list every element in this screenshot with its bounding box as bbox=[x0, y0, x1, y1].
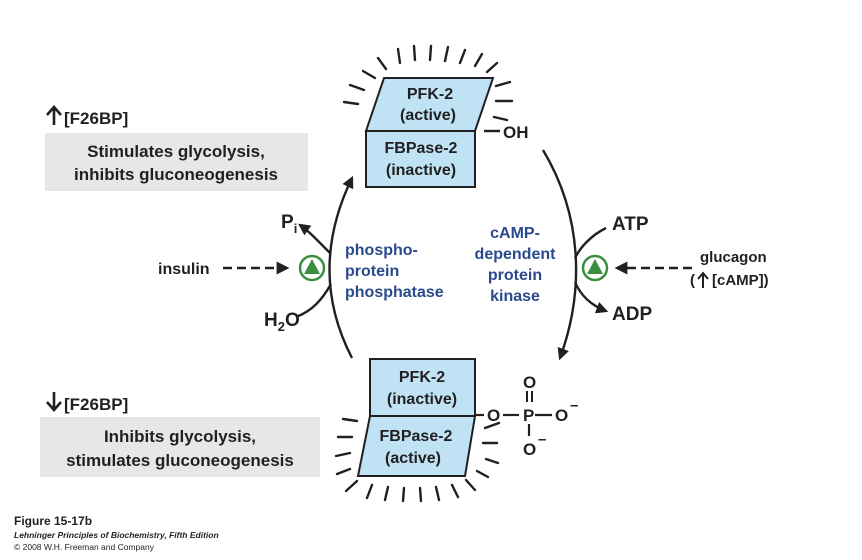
bottom-enzyme-glow-rays bbox=[334, 417, 501, 503]
phosphate-group: O P O – O O – bbox=[475, 373, 578, 459]
top-fbpase2-box bbox=[365, 130, 476, 188]
phosphate-charge-bottom: – bbox=[538, 431, 546, 448]
dephosphorylation-arrow bbox=[328, 175, 354, 359]
bottom-effect-line1: Inhibits glycolysis, bbox=[104, 427, 256, 446]
bottom-pfk2-box bbox=[369, 358, 476, 417]
bottom-effect-line2: stimulates gluconeogenesis bbox=[66, 451, 294, 470]
kinase-reaction: ATP ADP cAMP- dependent protein kinase g… bbox=[475, 214, 769, 325]
top-effect-box bbox=[45, 133, 308, 191]
top-f26bp-indicator: [F26BP] bbox=[64, 109, 128, 128]
adp-label: ADP bbox=[612, 304, 652, 325]
glucagon-paren-open: ( bbox=[690, 272, 695, 289]
top-enzyme: PFK-2 (active) FBPase-2 (inactive) OH bbox=[364, 77, 529, 188]
phosphatase-reaction: Pi H2O phospho- protein phosphatase insu… bbox=[158, 212, 444, 334]
water-uptake-arrow bbox=[295, 283, 333, 319]
green-circle-with-triangle-icon bbox=[581, 254, 609, 282]
glucagon-label: glucagon bbox=[700, 249, 767, 266]
bottom-pfk2-state: (inactive) bbox=[387, 391, 457, 408]
insulin-label: insulin bbox=[158, 261, 210, 278]
top-effect-line1: Stimulates glycolysis, bbox=[87, 142, 265, 161]
bottom-effect-group: [F26BP] Inhibits glycolysis, stimulates … bbox=[40, 392, 320, 477]
phosphate-oxygen-left: O bbox=[487, 406, 500, 425]
phosphate-oxygen-bottom: O bbox=[523, 440, 536, 459]
figure-number: Figure 15-17b bbox=[14, 514, 93, 528]
water-label: H2O bbox=[264, 310, 300, 334]
kinase-name-line1: cAMP- bbox=[490, 225, 540, 242]
bottom-fbpase2-state: (active) bbox=[385, 450, 441, 467]
pi-label: Pi bbox=[281, 212, 297, 236]
phosphate-charge-right: – bbox=[570, 397, 578, 414]
kinase-name-line4: kinase bbox=[490, 288, 540, 305]
top-pfk2-state: (active) bbox=[400, 107, 456, 124]
phosphate-oxygen-top: O bbox=[523, 373, 536, 392]
atp-label: ATP bbox=[612, 214, 649, 235]
adp-release-arrow bbox=[573, 281, 609, 314]
top-fbpase2-name: FBPase-2 bbox=[385, 140, 458, 157]
phosphatase-name-line2: protein bbox=[345, 263, 399, 280]
kinase-name-line3: protein bbox=[488, 267, 542, 284]
phosphorylation-arrow bbox=[541, 149, 578, 361]
top-effect-group: [F26BP] Stimulates glycolysis, inhibits … bbox=[45, 105, 308, 191]
phosphate-oxygen-right: O bbox=[555, 406, 568, 425]
camp-label: [cAMP]) bbox=[712, 272, 769, 289]
book-title: Lehninger Principles of Biochemistry, Fi… bbox=[14, 530, 219, 540]
copyright-line: © 2008 W.H. Freeman and Company bbox=[14, 542, 154, 552]
top-fbpase2-state: (inactive) bbox=[386, 162, 456, 179]
atp-uptake-arrow bbox=[573, 226, 607, 259]
phosphatase-name-line3: phosphatase bbox=[345, 284, 444, 301]
up-arrow-icon bbox=[697, 271, 709, 288]
bottom-enzyme: PFK-2 (inactive) FBPase-2 (active) bbox=[356, 358, 477, 477]
bottom-fbpase2-name: FBPase-2 bbox=[380, 428, 453, 445]
phosphorus-atom: P bbox=[523, 406, 534, 425]
up-arrow-icon bbox=[46, 105, 62, 125]
down-arrow-icon bbox=[46, 392, 62, 412]
top-enzyme-glow-rays bbox=[342, 44, 514, 122]
bottom-fbpase2-box bbox=[356, 415, 477, 477]
kinase-name-line2: dependent bbox=[475, 246, 557, 263]
bottom-effect-box bbox=[40, 417, 320, 477]
hydroxyl-group-label: OH bbox=[503, 123, 529, 142]
green-circle-with-triangle-icon bbox=[298, 254, 326, 282]
phosphatase-name-line1: phospho- bbox=[345, 242, 418, 259]
top-effect-line2: inhibits gluconeogenesis bbox=[74, 165, 278, 184]
bottom-pfk2-name: PFK-2 bbox=[399, 369, 445, 386]
bottom-f26bp-indicator: [F26BP] bbox=[64, 395, 128, 414]
pi-release-arrow bbox=[298, 223, 332, 255]
top-pfk2-name: PFK-2 bbox=[407, 86, 453, 103]
